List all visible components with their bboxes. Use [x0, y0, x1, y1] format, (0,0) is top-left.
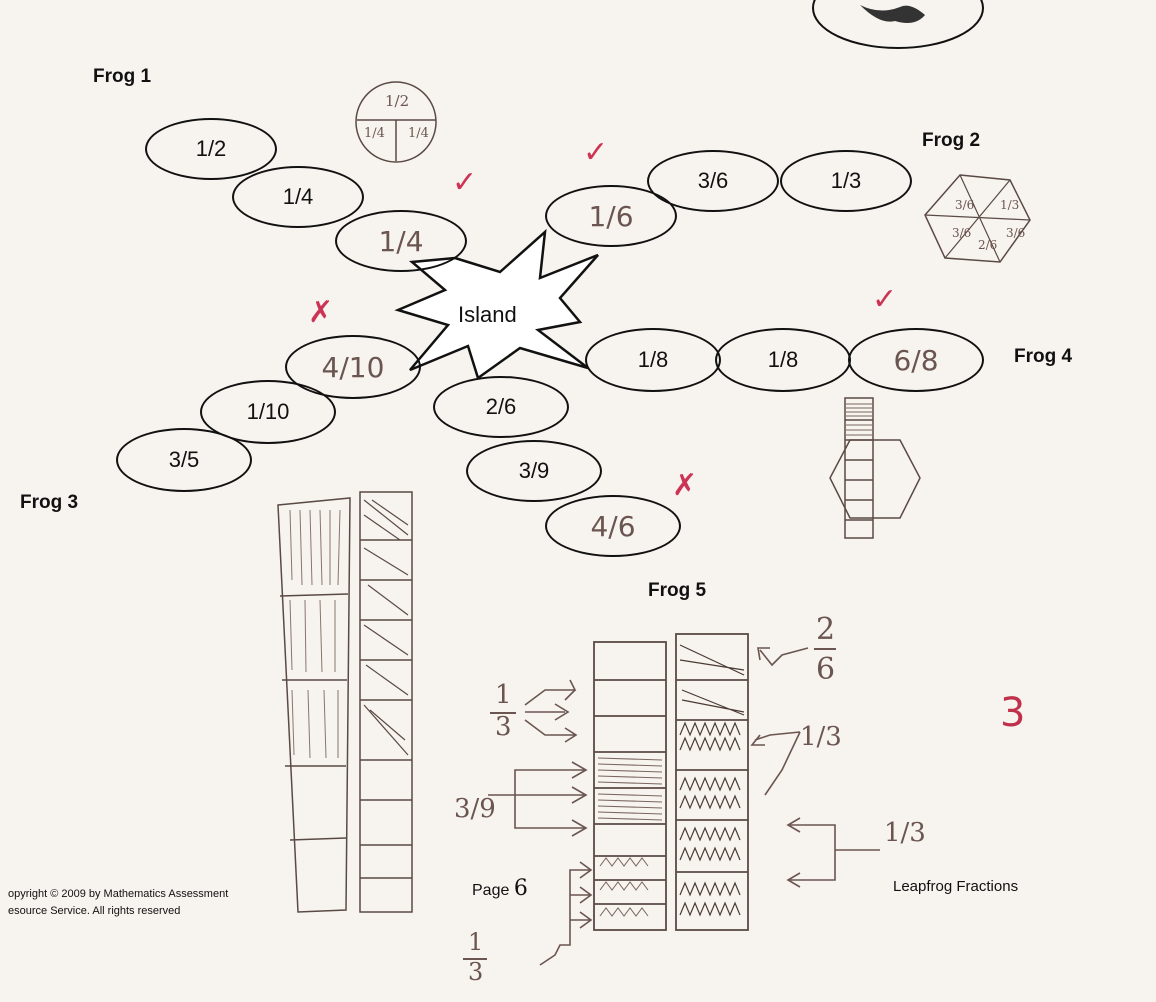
page-label: Page — [472, 882, 509, 899]
check-mark-frog2: ✓ — [583, 135, 608, 170]
frog3-leap-3: 3/5 — [116, 428, 252, 492]
frog1-label: Frog 1 — [93, 66, 151, 88]
island-label: Island — [458, 302, 517, 328]
frog2-leap-2: 3/6 — [647, 150, 779, 212]
frog3-label: Frog 3 — [20, 492, 78, 514]
score: 3 — [1000, 690, 1025, 736]
frog2-label: Frog 2 — [922, 130, 980, 152]
check-mark-frog1: ✓ — [452, 165, 477, 200]
right-top-fraction-bar — [814, 648, 836, 650]
right-mid-fraction: 1/3 — [800, 722, 842, 752]
frog1-leap-1: 1/2 — [145, 118, 277, 180]
frog5-leap-1: 2/6 — [433, 376, 569, 438]
frog4-leap-2: 1/8 — [715, 328, 851, 392]
left-bottom-fraction-num: 1 — [468, 928, 483, 956]
cross-mark-frog5: ✗ — [672, 468, 697, 503]
circle-half: 1/2 — [385, 92, 409, 110]
frog2-leap-3: 1/3 — [780, 150, 912, 212]
copyright-line-2: esource Service. All rights reserved — [8, 905, 180, 917]
copyright-line-1: opyright © 2009 by Mathematics Assessmen… — [8, 888, 228, 900]
right-bottom-fraction: 1/3 — [884, 818, 926, 848]
circle-quarter-right: 1/4 — [408, 126, 429, 141]
frog5-leap-2: 3/9 — [466, 440, 602, 502]
page-number-value: 6 — [514, 876, 528, 901]
hex-sixth-d: 2/6 — [978, 238, 997, 252]
hex-sixth-a: 3/6 — [955, 198, 974, 212]
frog5-leap-3: 4/6 — [545, 495, 681, 557]
frog4-leap-3: 6/8 — [848, 328, 984, 392]
arrow-sketches — [488, 648, 880, 965]
right-top-fraction-den: 6 — [816, 652, 835, 687]
frog1-leap-3: 1/4 — [335, 210, 467, 272]
worksheet-title: Leapfrog Fractions — [893, 878, 1018, 895]
hex-sixth-b: 3/6 — [952, 226, 971, 240]
frog-illustration — [860, 5, 925, 23]
left-bottom-fraction-den: 3 — [468, 958, 483, 986]
cross-mark-frog3: ✗ — [308, 295, 333, 330]
frog1-leap-2: 1/4 — [232, 166, 364, 228]
frog5-strips-sketch — [594, 634, 748, 930]
frog4-leap-1: 1/8 — [585, 328, 721, 392]
frog3-strips-sketch — [278, 492, 412, 912]
page-number: Page 6 — [472, 876, 528, 901]
frog4-label: Frog 4 — [1014, 346, 1072, 368]
left-top-fraction-den: 3 — [495, 712, 512, 742]
left-top-fraction-num: 1 — [495, 680, 512, 710]
hex-sixth-c: 3/6 — [1006, 226, 1025, 240]
frog4-strip-sketch — [830, 398, 920, 538]
left-mid-fraction: 3/9 — [454, 794, 496, 824]
hex-third: 1/3 — [1000, 198, 1019, 212]
frog-illustration-oval — [813, 0, 983, 48]
circle-quarter-left: 1/4 — [364, 126, 385, 141]
frog5-label: Frog 5 — [648, 580, 706, 602]
check-mark-frog4: ✓ — [872, 282, 897, 317]
right-top-fraction-num: 2 — [816, 612, 835, 647]
